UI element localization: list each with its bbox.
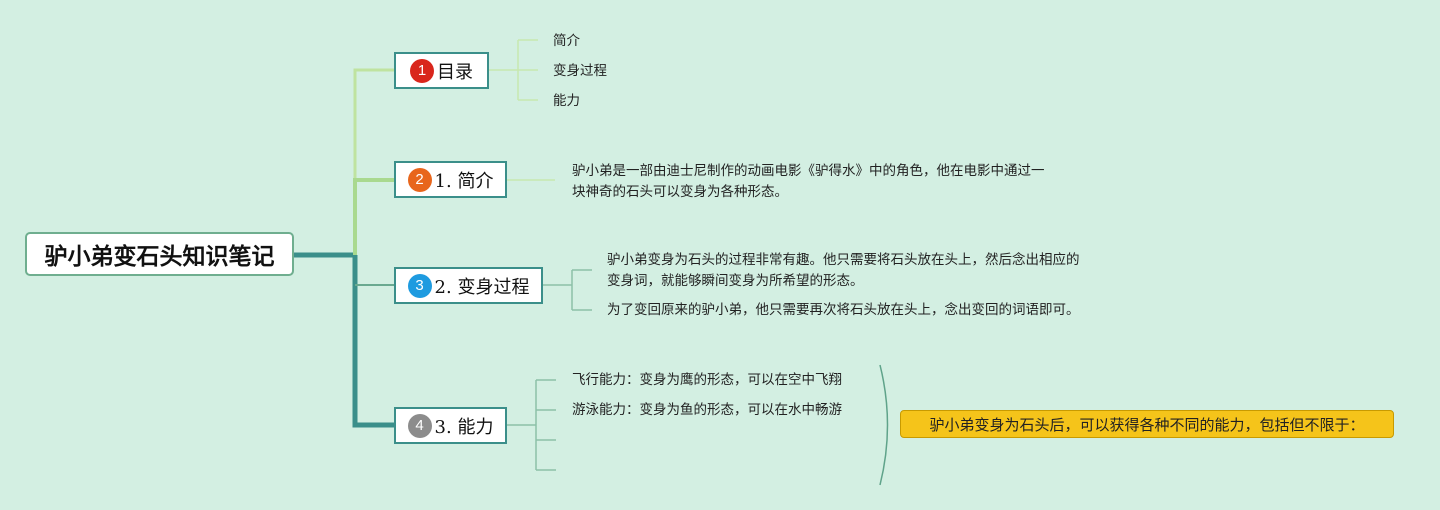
root-title: 驴小弟变石头知识笔记 [44, 244, 275, 270]
branch-label: 2. 变身过程 [434, 276, 530, 298]
root-topic[interactable]: 驴小弟变石头知识笔记 [25, 232, 294, 276]
summary-callout[interactable]: 驴小弟变身为石头后，可以获得各种不同的能力，包括但不限于： [900, 410, 1394, 438]
branch-label: 1. 简介 [434, 170, 494, 192]
toc-item[interactable]: 变身过程 [553, 63, 607, 79]
text-line: 变身词，就能够瞬间变身为所希望的形态。 [607, 273, 864, 289]
text-line: 驴小弟变身为石头的过程非常有趣。他只需要将石头放在头上，然后念出相应的 [607, 252, 1080, 268]
ability-item[interactable]: 游泳能力：变身为鱼的形态，可以在水中畅游 [572, 402, 842, 418]
toc-item[interactable]: 简介 [553, 33, 580, 49]
summary-text: 驴小弟变身为石头后，可以获得各种不同的能力，包括但不限于： [929, 415, 1365, 434]
branch-abilities[interactable]: 4 3. 能力 [394, 407, 507, 444]
branch-toc[interactable]: 1 目录 [394, 52, 489, 89]
intro-text[interactable]: 驴小弟是一部由迪士尼制作的动画电影《驴得水》中的角色，他在电影中通过一 块神奇的… [572, 161, 1045, 203]
transformation-text[interactable]: 驴小弟变身为石头的过程非常有趣。他只需要将石头放在头上，然后念出相应的 变身词，… [607, 250, 1080, 292]
branch-intro[interactable]: 2 1. 简介 [394, 161, 507, 198]
toc-item[interactable]: 能力 [553, 93, 580, 109]
branch-label: 目录 [437, 61, 473, 83]
text-line: 驴小弟是一部由迪士尼制作的动画电影《驴得水》中的角色，他在电影中通过一 [572, 163, 1045, 179]
text-line: 块神奇的石头可以变身为各种形态。 [572, 184, 788, 200]
revert-text[interactable]: 为了变回原来的驴小弟，他只需要再次将石头放在头上，念出变回的词语即可。 [607, 302, 1080, 318]
branch-label: 3. 能力 [434, 416, 494, 438]
number-2-badge-icon: 2 [407, 167, 432, 192]
number-4-badge-icon: 4 [407, 413, 432, 438]
number-3-badge-icon: 3 [407, 273, 432, 298]
branch-transformation[interactable]: 3 2. 变身过程 [394, 267, 543, 304]
number-1-badge-icon: 1 [410, 58, 434, 83]
ability-item[interactable]: 飞行能力：变身为鹰的形态，可以在空中飞翔 [572, 372, 842, 388]
